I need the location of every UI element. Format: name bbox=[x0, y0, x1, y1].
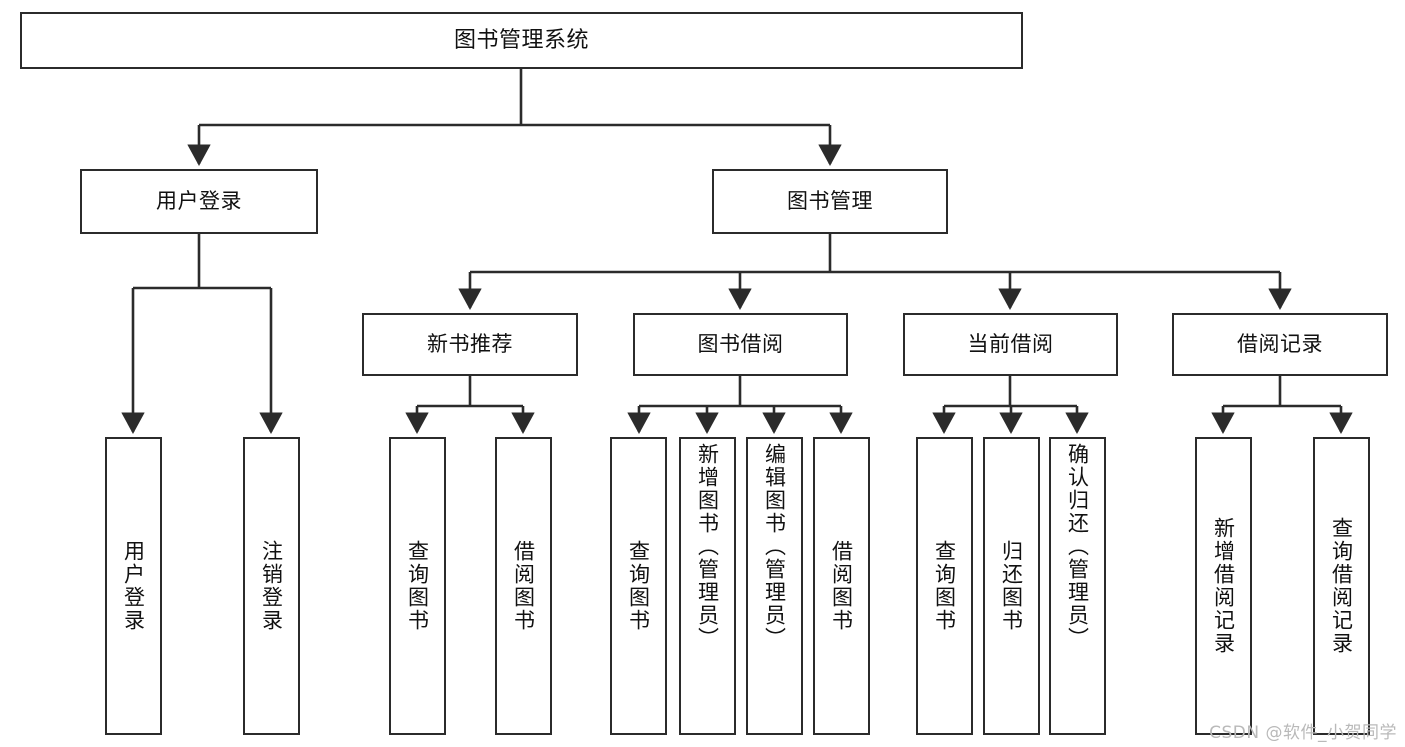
leaf-return-book[interactable]: 归还图书 bbox=[983, 437, 1040, 735]
leaf-add-record-label: 新增借阅记录 bbox=[1211, 517, 1236, 655]
node-book-borrow[interactable]: 图书借阅 bbox=[633, 313, 848, 376]
watermark: CSDN @软件_小贺同学 bbox=[1209, 723, 1397, 743]
leaf-query-book-1-label: 查询图书 bbox=[405, 540, 430, 632]
leaf-borrow-book-1-label: 借阅图书 bbox=[511, 540, 536, 632]
leaf-logout-login-label: 注销登录 bbox=[259, 540, 284, 632]
node-root[interactable]: 图书管理系统 bbox=[20, 12, 1023, 69]
node-book-management[interactable]: 图书管理 bbox=[712, 169, 948, 234]
leaf-user-login[interactable]: 用户登录 bbox=[105, 437, 162, 735]
node-borrow-record-label: 借阅记录 bbox=[1237, 332, 1323, 357]
leaf-borrow-book-2-label: 借阅图书 bbox=[829, 540, 854, 632]
leaf-confirm-return-label: 确认归还（管理员） bbox=[1065, 443, 1090, 650]
leaf-query-book-3-label: 查询图书 bbox=[932, 540, 957, 632]
leaf-return-book-label: 归还图书 bbox=[999, 540, 1024, 632]
node-book-management-label: 图书管理 bbox=[787, 189, 873, 214]
leaf-confirm-return[interactable]: 确认归还（管理员） bbox=[1049, 437, 1106, 735]
leaf-query-book-2[interactable]: 查询图书 bbox=[610, 437, 667, 735]
node-current-borrow-label: 当前借阅 bbox=[967, 332, 1054, 357]
leaf-add-book-label: 新增图书（管理员） bbox=[695, 443, 720, 650]
leaf-query-book-3[interactable]: 查询图书 bbox=[916, 437, 973, 735]
leaf-query-book-1[interactable]: 查询图书 bbox=[389, 437, 446, 735]
leaf-logout-login[interactable]: 注销登录 bbox=[243, 437, 300, 735]
leaf-edit-book[interactable]: 编辑图书（管理员） bbox=[746, 437, 803, 735]
node-user-login[interactable]: 用户登录 bbox=[80, 169, 318, 234]
leaf-query-record-label: 查询借阅记录 bbox=[1329, 517, 1354, 655]
leaf-borrow-book-1[interactable]: 借阅图书 bbox=[495, 437, 552, 735]
leaf-edit-book-label: 编辑图书（管理员） bbox=[762, 443, 787, 650]
node-new-book-recommend[interactable]: 新书推荐 bbox=[362, 313, 578, 376]
leaf-query-book-2-label: 查询图书 bbox=[626, 540, 651, 632]
node-new-book-recommend-label: 新书推荐 bbox=[427, 332, 513, 357]
node-root-label: 图书管理系统 bbox=[453, 27, 589, 53]
leaf-query-record[interactable]: 查询借阅记录 bbox=[1313, 437, 1370, 735]
leaf-user-login-label: 用户登录 bbox=[121, 540, 146, 632]
leaf-add-book[interactable]: 新增图书（管理员） bbox=[679, 437, 736, 735]
node-current-borrow[interactable]: 当前借阅 bbox=[903, 313, 1118, 376]
leaf-borrow-book-2[interactable]: 借阅图书 bbox=[813, 437, 870, 735]
node-borrow-record[interactable]: 借阅记录 bbox=[1172, 313, 1388, 376]
node-user-login-label: 用户登录 bbox=[156, 189, 242, 214]
node-book-borrow-label: 图书借阅 bbox=[697, 332, 784, 357]
leaf-add-record[interactable]: 新增借阅记录 bbox=[1195, 437, 1252, 735]
